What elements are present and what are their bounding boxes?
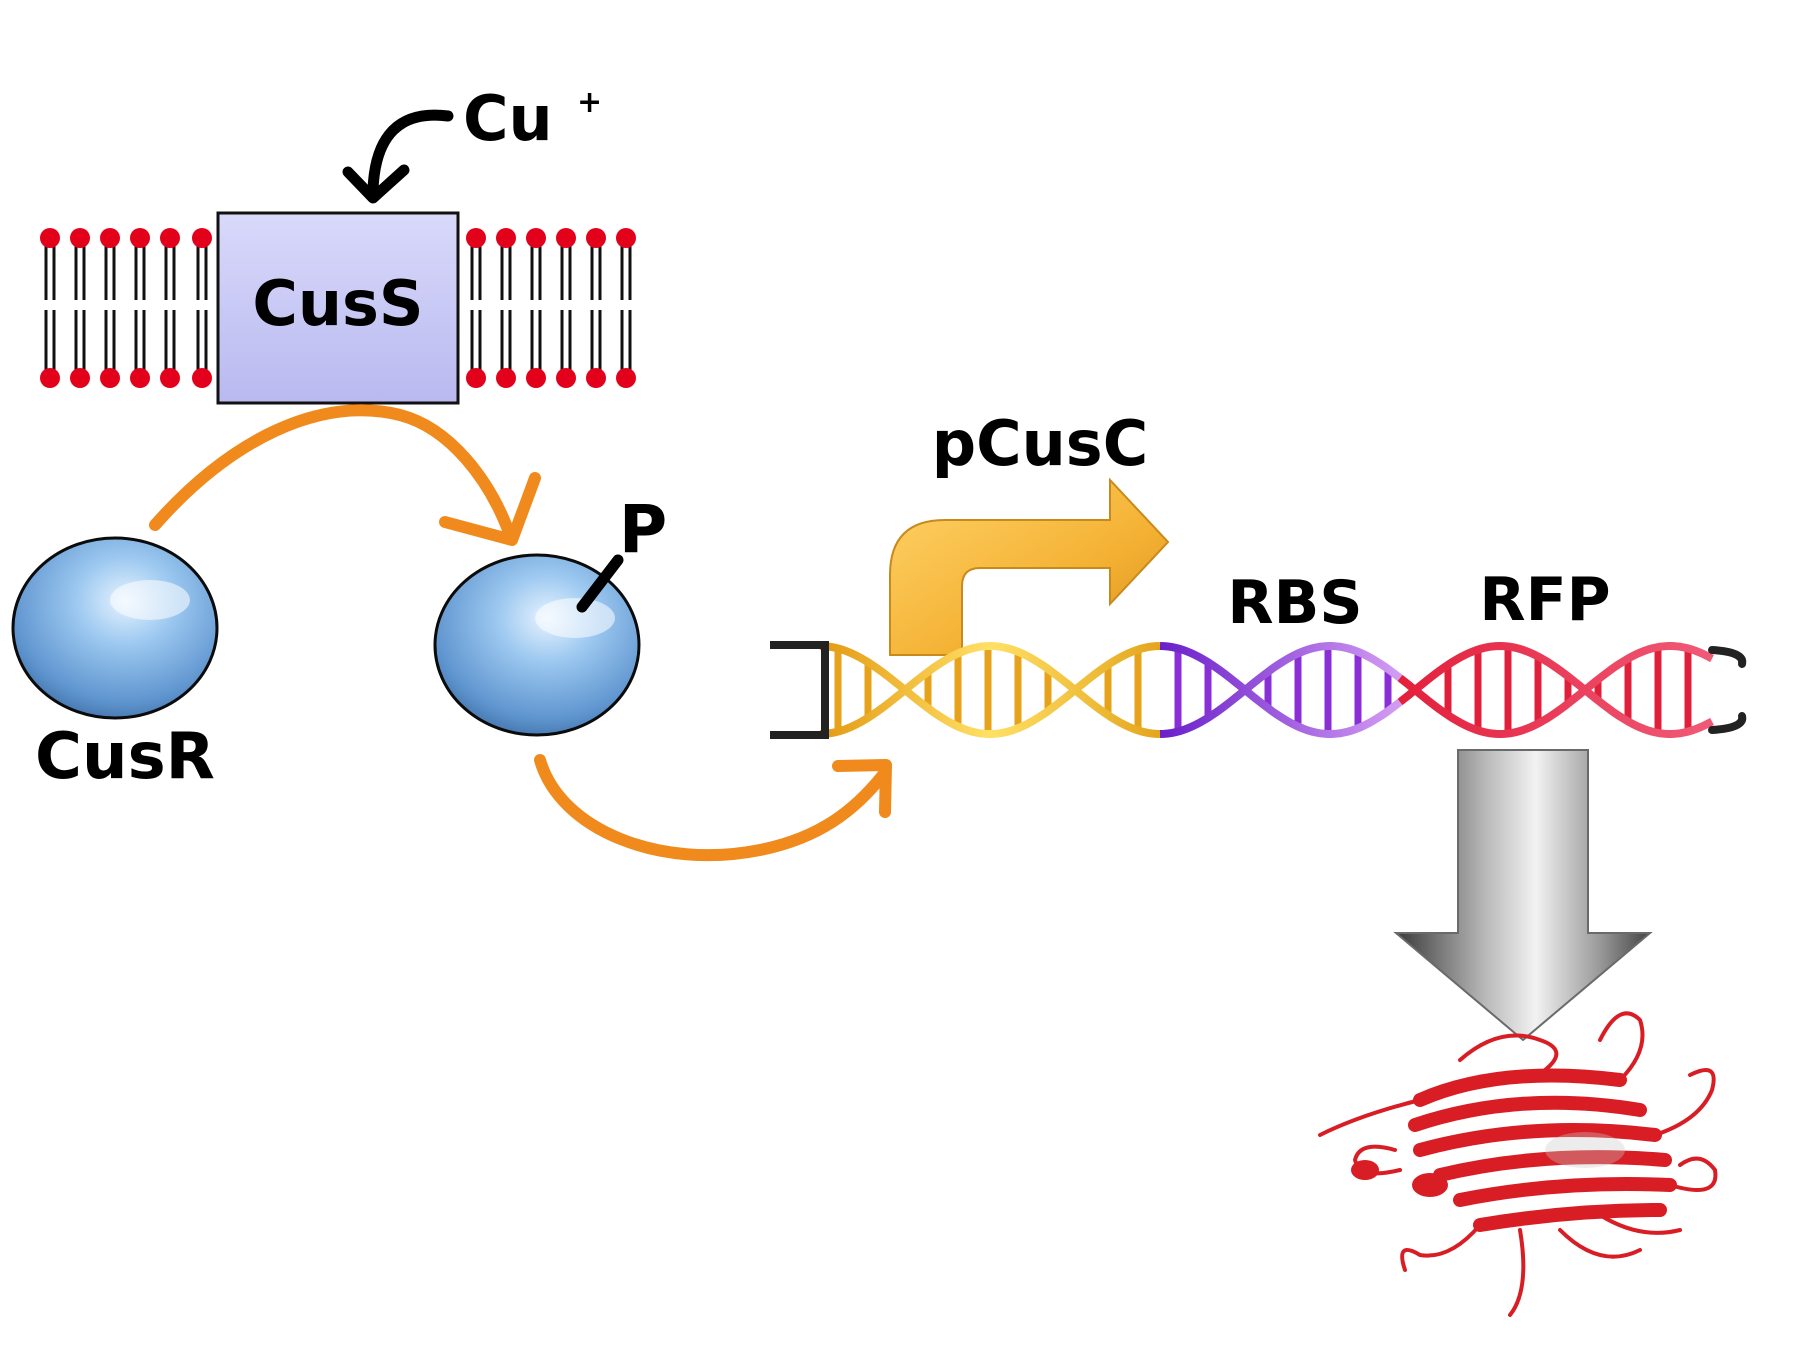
- lipid-1-head: [70, 228, 90, 248]
- lipid-4-head: [160, 368, 180, 388]
- dna-helix: [770, 641, 1747, 739]
- copper-ion: Cu +: [342, 82, 602, 204]
- lipid-2-head: [100, 368, 120, 388]
- protein-loop: [1400, 1223, 1482, 1272]
- dna-end-cap-right: [1708, 646, 1747, 734]
- membrane-icon: [466, 228, 636, 388]
- cusr-p-body: [433, 553, 641, 737]
- lipid-3-head: [130, 228, 150, 248]
- activation-arrow-head: [832, 759, 892, 818]
- dna-strand: [1159, 642, 1403, 738]
- promoter-label: pCusC: [932, 407, 1148, 480]
- dna-strand: [1397, 641, 1714, 738]
- cusr-phosphorylated: P: [433, 491, 667, 737]
- cuss-box: [216, 211, 460, 405]
- lipid-4-head: [160, 228, 180, 248]
- cusr-p-highlight: [535, 598, 615, 638]
- phosphate-bond: [576, 554, 624, 613]
- lipid-0-head: [40, 228, 60, 248]
- lipid-4-head: [586, 228, 606, 248]
- copper-arrow-head: [342, 164, 410, 204]
- lipid-3-head: [130, 368, 150, 388]
- lipid-1-head: [496, 228, 516, 248]
- cu-label: Cu: [463, 82, 553, 155]
- chromophore-shadow: [1545, 1132, 1625, 1168]
- lipid-2-head: [100, 228, 120, 248]
- protein-loop: [1653, 1068, 1716, 1137]
- promoter-bent-arrow: [889, 477, 1170, 656]
- dna-strand: [1397, 642, 1714, 739]
- cuss-label: CusS: [252, 267, 423, 340]
- beta-strand: [1413, 1068, 1627, 1107]
- protein-loop: [1598, 1011, 1645, 1082]
- cu-charge-label: +: [577, 85, 602, 120]
- expression-arrow: [1393, 749, 1653, 1042]
- phosphate-label: P: [619, 491, 667, 568]
- lipid-2-head: [526, 368, 546, 388]
- lipid-4-head: [586, 368, 606, 388]
- lipid-1-head: [496, 368, 516, 388]
- protein-loop: [1353, 1144, 1402, 1176]
- rbs-label: RBS: [1227, 568, 1362, 638]
- dna-strand: [819, 642, 1161, 738]
- phosphorylation-arrow-head: [439, 472, 541, 546]
- cusr-label: CusR: [35, 720, 215, 794]
- protein-loop: [1598, 1213, 1682, 1235]
- protein-helix: [1351, 1160, 1379, 1180]
- protein-helix: [1412, 1173, 1448, 1197]
- beta-strand: [1408, 1095, 1647, 1132]
- rfp-label: RFP: [1479, 565, 1610, 635]
- dna-strand: [819, 642, 1161, 738]
- dna-rbs-segment: [1159, 642, 1403, 738]
- promoter-arrow: pCusC: [889, 407, 1170, 656]
- dna-end-cap-left: [770, 641, 829, 739]
- cusr-protein: CusR: [11, 536, 219, 794]
- lipid-5-head: [616, 228, 636, 248]
- lipid-3-head: [556, 228, 576, 248]
- protein-loop: [1558, 1228, 1642, 1259]
- dna-strand: [1159, 642, 1403, 738]
- cusr-highlight: [110, 580, 190, 620]
- membrane-icon: [40, 228, 212, 388]
- lipid-5-head: [192, 228, 212, 248]
- beta-strand: [1413, 1123, 1662, 1157]
- beta-strand: [1453, 1177, 1677, 1207]
- lipid-1-head: [70, 368, 90, 388]
- lipid-0-head: [466, 228, 486, 248]
- lipid-2-head: [526, 228, 546, 248]
- protein-loop: [1508, 1228, 1526, 1317]
- beta-strand: [1473, 1203, 1667, 1232]
- lipid-0-head: [466, 368, 486, 388]
- lipid-5-head: [616, 368, 636, 388]
- activation-arrow: [534, 754, 892, 862]
- protein-loop: [1318, 1098, 1422, 1137]
- beta-strand: [1433, 1150, 1672, 1182]
- cuss-sensor: CusS: [216, 211, 460, 405]
- lipid-3-head: [556, 368, 576, 388]
- phosphorylation-arrow: [149, 404, 541, 546]
- rfp-ribbon-structure-icon: [1318, 1011, 1718, 1317]
- protein-loop: [1458, 1033, 1559, 1072]
- dna-promoter-segment: [819, 642, 1161, 738]
- dna-rfp-segment: [1397, 641, 1714, 739]
- cusr-body: [11, 536, 219, 720]
- lipid-0-head: [40, 368, 60, 388]
- copper-entry-arrow: [367, 109, 454, 196]
- protein-loop: [1668, 1156, 1718, 1192]
- lipid-5-head: [192, 368, 212, 388]
